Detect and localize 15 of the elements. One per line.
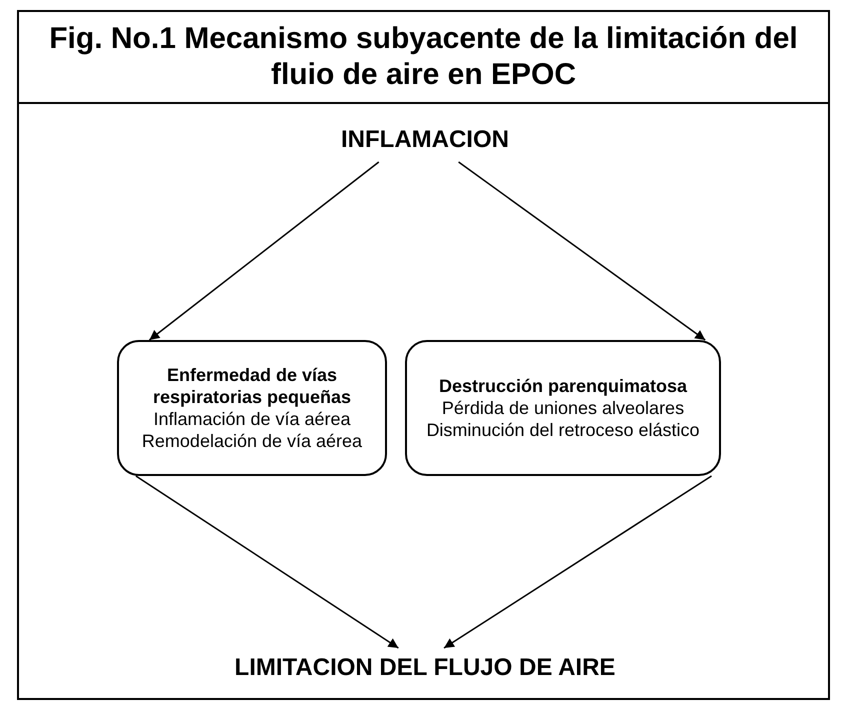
heading-text: INFLAMACION bbox=[320, 118, 530, 162]
title: Fig. No.1 Mecanismo subyacente de la limitación del fluio de aire en EPOC bbox=[48, 21, 799, 93]
rounded-box bbox=[405, 340, 721, 476]
arrow bbox=[135, 475, 399, 649]
arrow bbox=[458, 161, 706, 341]
box-heading: Enfermedad de vías respiratorias pequeñas bbox=[152, 364, 352, 408]
box-text: Remodelación de vía aérea bbox=[142, 430, 362, 452]
box-text: Disminución del retroceso elástico bbox=[426, 419, 700, 441]
arrow bbox=[444, 475, 712, 649]
rounded-box bbox=[117, 340, 387, 476]
heading-text: LIMITACION DEL FLUJO DE AIRE bbox=[235, 648, 615, 688]
box-heading: Destrucción parenquimatosa bbox=[438, 375, 688, 397]
arrow bbox=[148, 161, 380, 341]
box-text: Inflamación de vía aérea bbox=[153, 408, 351, 430]
box-text: Pérdida de uniones alveolares bbox=[442, 397, 684, 419]
